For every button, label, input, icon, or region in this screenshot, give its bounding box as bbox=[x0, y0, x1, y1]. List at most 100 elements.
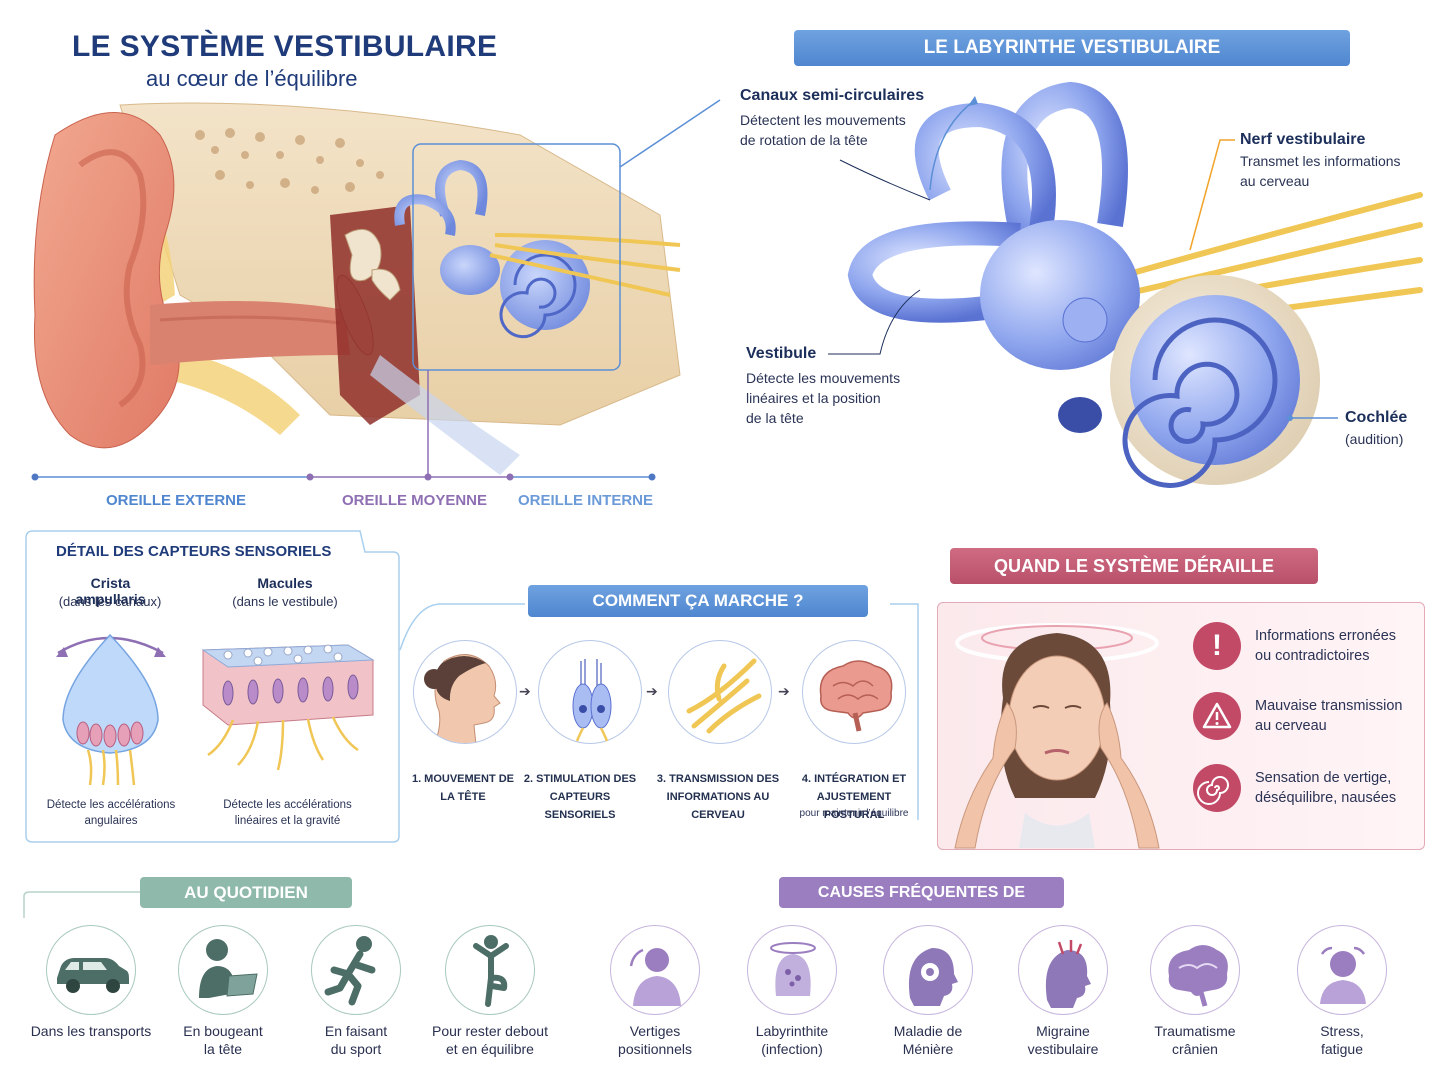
car-icon bbox=[57, 958, 129, 993]
step4-caption: 4. INTÉGRATION ET AJUSTEMENT POSTURAL bbox=[792, 770, 916, 824]
vestibule-title: Vestibule bbox=[746, 345, 817, 362]
daily-caption-balance: Pour rester debout et en équilibre bbox=[420, 1022, 560, 1058]
problem2-text: Mauvaise transmission au cerveau bbox=[1255, 696, 1402, 736]
how-it-works-frame bbox=[399, 603, 919, 820]
how-it-works-banner: COMMENT ÇA MARCHE ? bbox=[528, 585, 868, 617]
cause-circle-labyrinthitis bbox=[747, 925, 837, 1015]
step3-caption: 3. TRANSMISSION DES INFORMATIONS AU CERV… bbox=[646, 770, 790, 824]
stressed-person-icon bbox=[1320, 946, 1366, 1004]
cause-trauma-line2: crânien bbox=[1172, 1041, 1218, 1057]
daily-sport-line1: En faisant bbox=[324, 1023, 388, 1039]
ear-section-scale bbox=[31, 473, 656, 481]
daily-head-line1: En bougeant bbox=[183, 1023, 263, 1039]
cochlea-sub: (audition) bbox=[1345, 431, 1404, 447]
cause-caption-meniere: Maladie de Ménière bbox=[868, 1022, 988, 1058]
step3-caption-line1: 3. TRANSMISSION DES bbox=[656, 773, 780, 785]
step3-circle bbox=[668, 640, 772, 744]
daily-sport-line2: du sport bbox=[330, 1041, 382, 1057]
positional-vertigo-icon bbox=[629, 948, 681, 1006]
brain-trauma-icon bbox=[1168, 945, 1228, 1007]
cause-stress-line1: Stress, bbox=[1320, 1023, 1364, 1039]
canals-desc-line2: de rotation de la tête bbox=[740, 132, 868, 148]
hair-cells-icon bbox=[572, 659, 612, 742]
cause-circle-trauma bbox=[1150, 925, 1240, 1015]
head-profile-icon bbox=[424, 654, 501, 743]
cause-circle-meniere bbox=[883, 925, 973, 1015]
cause-circle-migraine bbox=[1018, 925, 1108, 1015]
cause-caption-migraine: Migraine vestibulaire bbox=[1003, 1022, 1123, 1058]
cause-meniere-line2: Ménière bbox=[902, 1041, 954, 1057]
step-arrow-2: ➔ bbox=[646, 683, 658, 699]
labyrinth-illustration bbox=[847, 81, 1423, 488]
cause-migraine-line2: vestibulaire bbox=[1027, 1041, 1099, 1057]
daily-circle-transport bbox=[46, 925, 136, 1015]
cause-caption-positional: Vertiges positionnels bbox=[595, 1022, 715, 1058]
step1-caption: 1. MOUVEMENT DE LA TÊTE bbox=[403, 770, 523, 806]
step2-circle bbox=[538, 640, 642, 744]
cause-trauma-line1: Traumatisme bbox=[1154, 1023, 1236, 1039]
macula-illustration bbox=[201, 644, 375, 771]
problem3-line2: déséquilibre, nausées bbox=[1255, 790, 1397, 806]
warning-triangle-icon bbox=[1193, 692, 1241, 740]
daily-head-line2: la tête bbox=[203, 1041, 243, 1057]
sensors-panel-frame bbox=[25, 530, 400, 843]
nerve-desc-line1: Transmet les informations bbox=[1240, 153, 1401, 169]
cause-circle-positional bbox=[610, 925, 700, 1015]
labyrinth-banner: LE LABYRINTHE VESTIBULAIRE bbox=[794, 30, 1350, 66]
step-arrow-3: ➔ bbox=[778, 683, 790, 699]
daily-circle-balance bbox=[445, 925, 535, 1015]
vestibule-desc-line2: linéaires et la position bbox=[746, 390, 881, 406]
vestibule-desc-line1: Détecte les mouvements bbox=[746, 370, 901, 386]
step1-caption-line1: 1. MOUVEMENT DE bbox=[411, 773, 515, 785]
problem1-line2: ou contradictoires bbox=[1255, 648, 1370, 664]
person-laptop-icon bbox=[199, 939, 258, 998]
runner-icon bbox=[324, 936, 376, 1006]
problems-banner: QUAND LE SYSTÈME DÉRAILLE bbox=[950, 548, 1318, 584]
step2-caption-line2: CAPTEURS SENSORIELS bbox=[544, 791, 616, 821]
label-external-ear: OREILLE EXTERNE bbox=[106, 492, 247, 509]
cochlea-title: Cochlée bbox=[1345, 409, 1408, 426]
daily-balance-line1: Pour rester debout bbox=[432, 1023, 548, 1039]
macula-desc-line2: linéaires et la gravité bbox=[234, 815, 341, 827]
daily-caption-sport: En faisant du sport bbox=[296, 1022, 416, 1058]
cause-stress-line2: fatigue bbox=[1320, 1041, 1364, 1057]
crista-desc-line2: angulaires bbox=[84, 815, 138, 827]
nerve-desc-line2: au cerveau bbox=[1240, 173, 1310, 189]
cause-caption-trauma: Traumatisme crânien bbox=[1135, 1022, 1255, 1058]
daily-frame bbox=[23, 891, 140, 918]
step1-caption-line2: LA TÊTE bbox=[440, 791, 486, 803]
daily-transport-line1: Dans les transports bbox=[30, 1023, 152, 1039]
warning-triangle-glyph bbox=[1202, 702, 1232, 729]
cause-migraine-line1: Migraine bbox=[1036, 1023, 1090, 1039]
canals-desc-line1: Détectent les mouvements bbox=[740, 112, 906, 128]
vestibule-desc-line3: de la tête bbox=[746, 410, 804, 426]
label-inner-ear: OREILLE INTERNE bbox=[518, 492, 654, 509]
step4-caption-line2: AJUSTEMENT POSTURAL bbox=[816, 791, 892, 821]
canals-title: Canaux semi-circulaires bbox=[740, 87, 925, 104]
dizzy-woman-illustration bbox=[954, 623, 1160, 849]
problem2-line2: au cerveau bbox=[1255, 718, 1327, 734]
macula-desc: Détecte les accélérations linéaires et l… bbox=[215, 797, 360, 829]
balance-pose-icon bbox=[473, 935, 509, 1007]
problem3-line1: Sensation de vertige, bbox=[1255, 770, 1392, 786]
ear-anatomy-illustration bbox=[33, 99, 721, 475]
step2-caption-line1: 2. STIMULATION DES bbox=[523, 773, 637, 785]
step4-note: pour maintenir l’équilibre bbox=[799, 808, 909, 819]
spiral-glyph bbox=[1197, 776, 1229, 805]
problem2-line1: Mauvaise transmission bbox=[1255, 698, 1403, 714]
step2-caption: 2. STIMULATION DES CAPTEURS SENSORIELS bbox=[518, 770, 642, 824]
nerve-fibers-icon bbox=[686, 658, 762, 734]
sensors-title: DÉTAIL DES CAPTEURS SENSORIELS bbox=[56, 543, 332, 560]
step-arrow-1: ➔ bbox=[519, 683, 531, 699]
daily-caption-head: En bougeant la tête bbox=[163, 1022, 283, 1058]
daily-banner: AU QUOTIDIEN bbox=[140, 877, 352, 908]
daily-balance-line2: et en équilibre bbox=[446, 1041, 534, 1057]
cause-caption-stress: Stress, fatigue bbox=[1282, 1022, 1402, 1058]
crista-title: Crista ampullaris bbox=[75, 575, 146, 607]
crista-desc-line1: Détecte les accélérations bbox=[46, 799, 176, 811]
cause-meniere-line1: Maladie de bbox=[893, 1023, 963, 1039]
step4-caption-line1: 4. INTÉGRATION ET bbox=[801, 773, 907, 785]
crista-ampullaris-illustration bbox=[56, 633, 166, 786]
head-migraine-icon bbox=[1045, 940, 1091, 1008]
